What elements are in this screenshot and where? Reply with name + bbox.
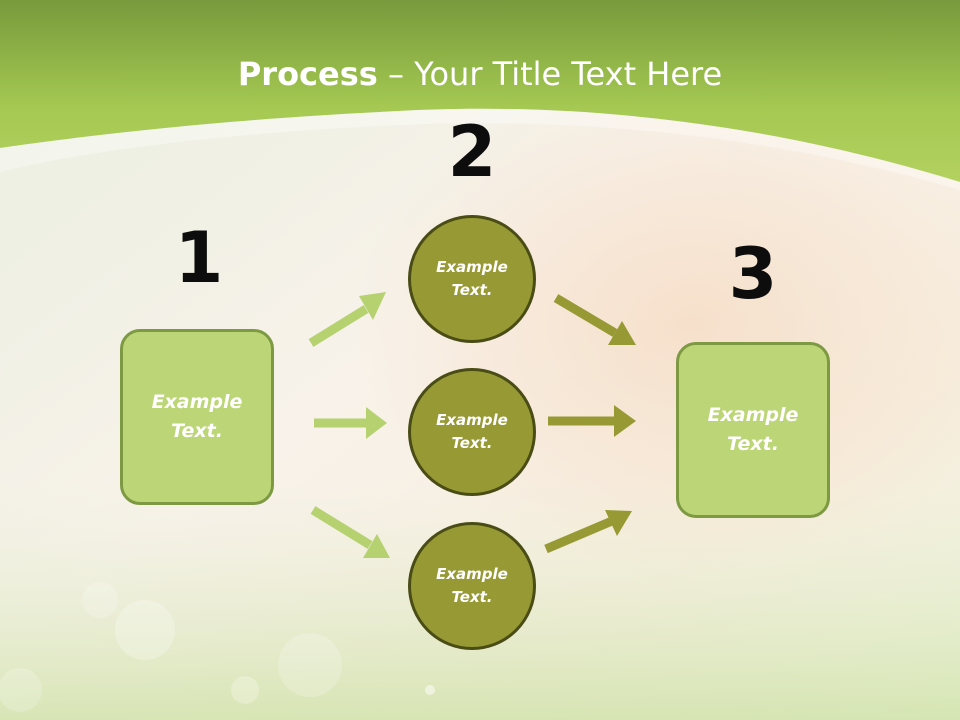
title-rest: – Your Title Text Here — [377, 55, 723, 93]
arrow-box1-to-circle-top — [308, 292, 386, 347]
step-number-3: 3 — [728, 233, 778, 315]
step-number-1: 1 — [174, 217, 224, 299]
arrow-circle-middle-to-box3 — [548, 405, 636, 437]
step-number-2: 2 — [447, 111, 497, 193]
slide-title: Process – Your Title Text Here — [0, 52, 960, 96]
arrow-box1-to-circle-bottom — [310, 506, 390, 558]
arrow-box1-to-circle-middle — [314, 407, 387, 439]
arrow-circle-top-to-box3 — [553, 294, 636, 345]
arrow-circle-bottom-to-box3 — [544, 510, 632, 554]
title-bold: Process — [237, 55, 378, 93]
